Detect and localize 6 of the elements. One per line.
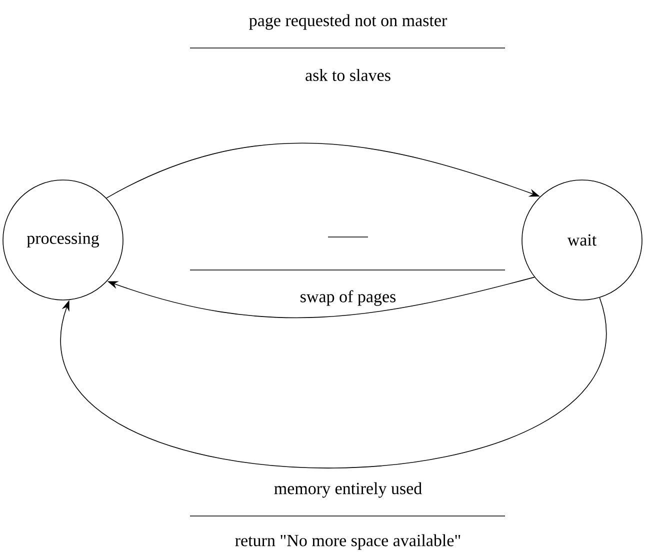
action-text: return "No more space available" bbox=[235, 534, 460, 550]
edge-label: swap of pages bbox=[300, 290, 396, 306]
action-text: page requested not on master bbox=[249, 14, 447, 30]
edge-label: memory entirely used bbox=[274, 482, 422, 498]
arrow bbox=[62, 297, 606, 468]
edge-label: ask to slaves bbox=[306, 69, 390, 81]
